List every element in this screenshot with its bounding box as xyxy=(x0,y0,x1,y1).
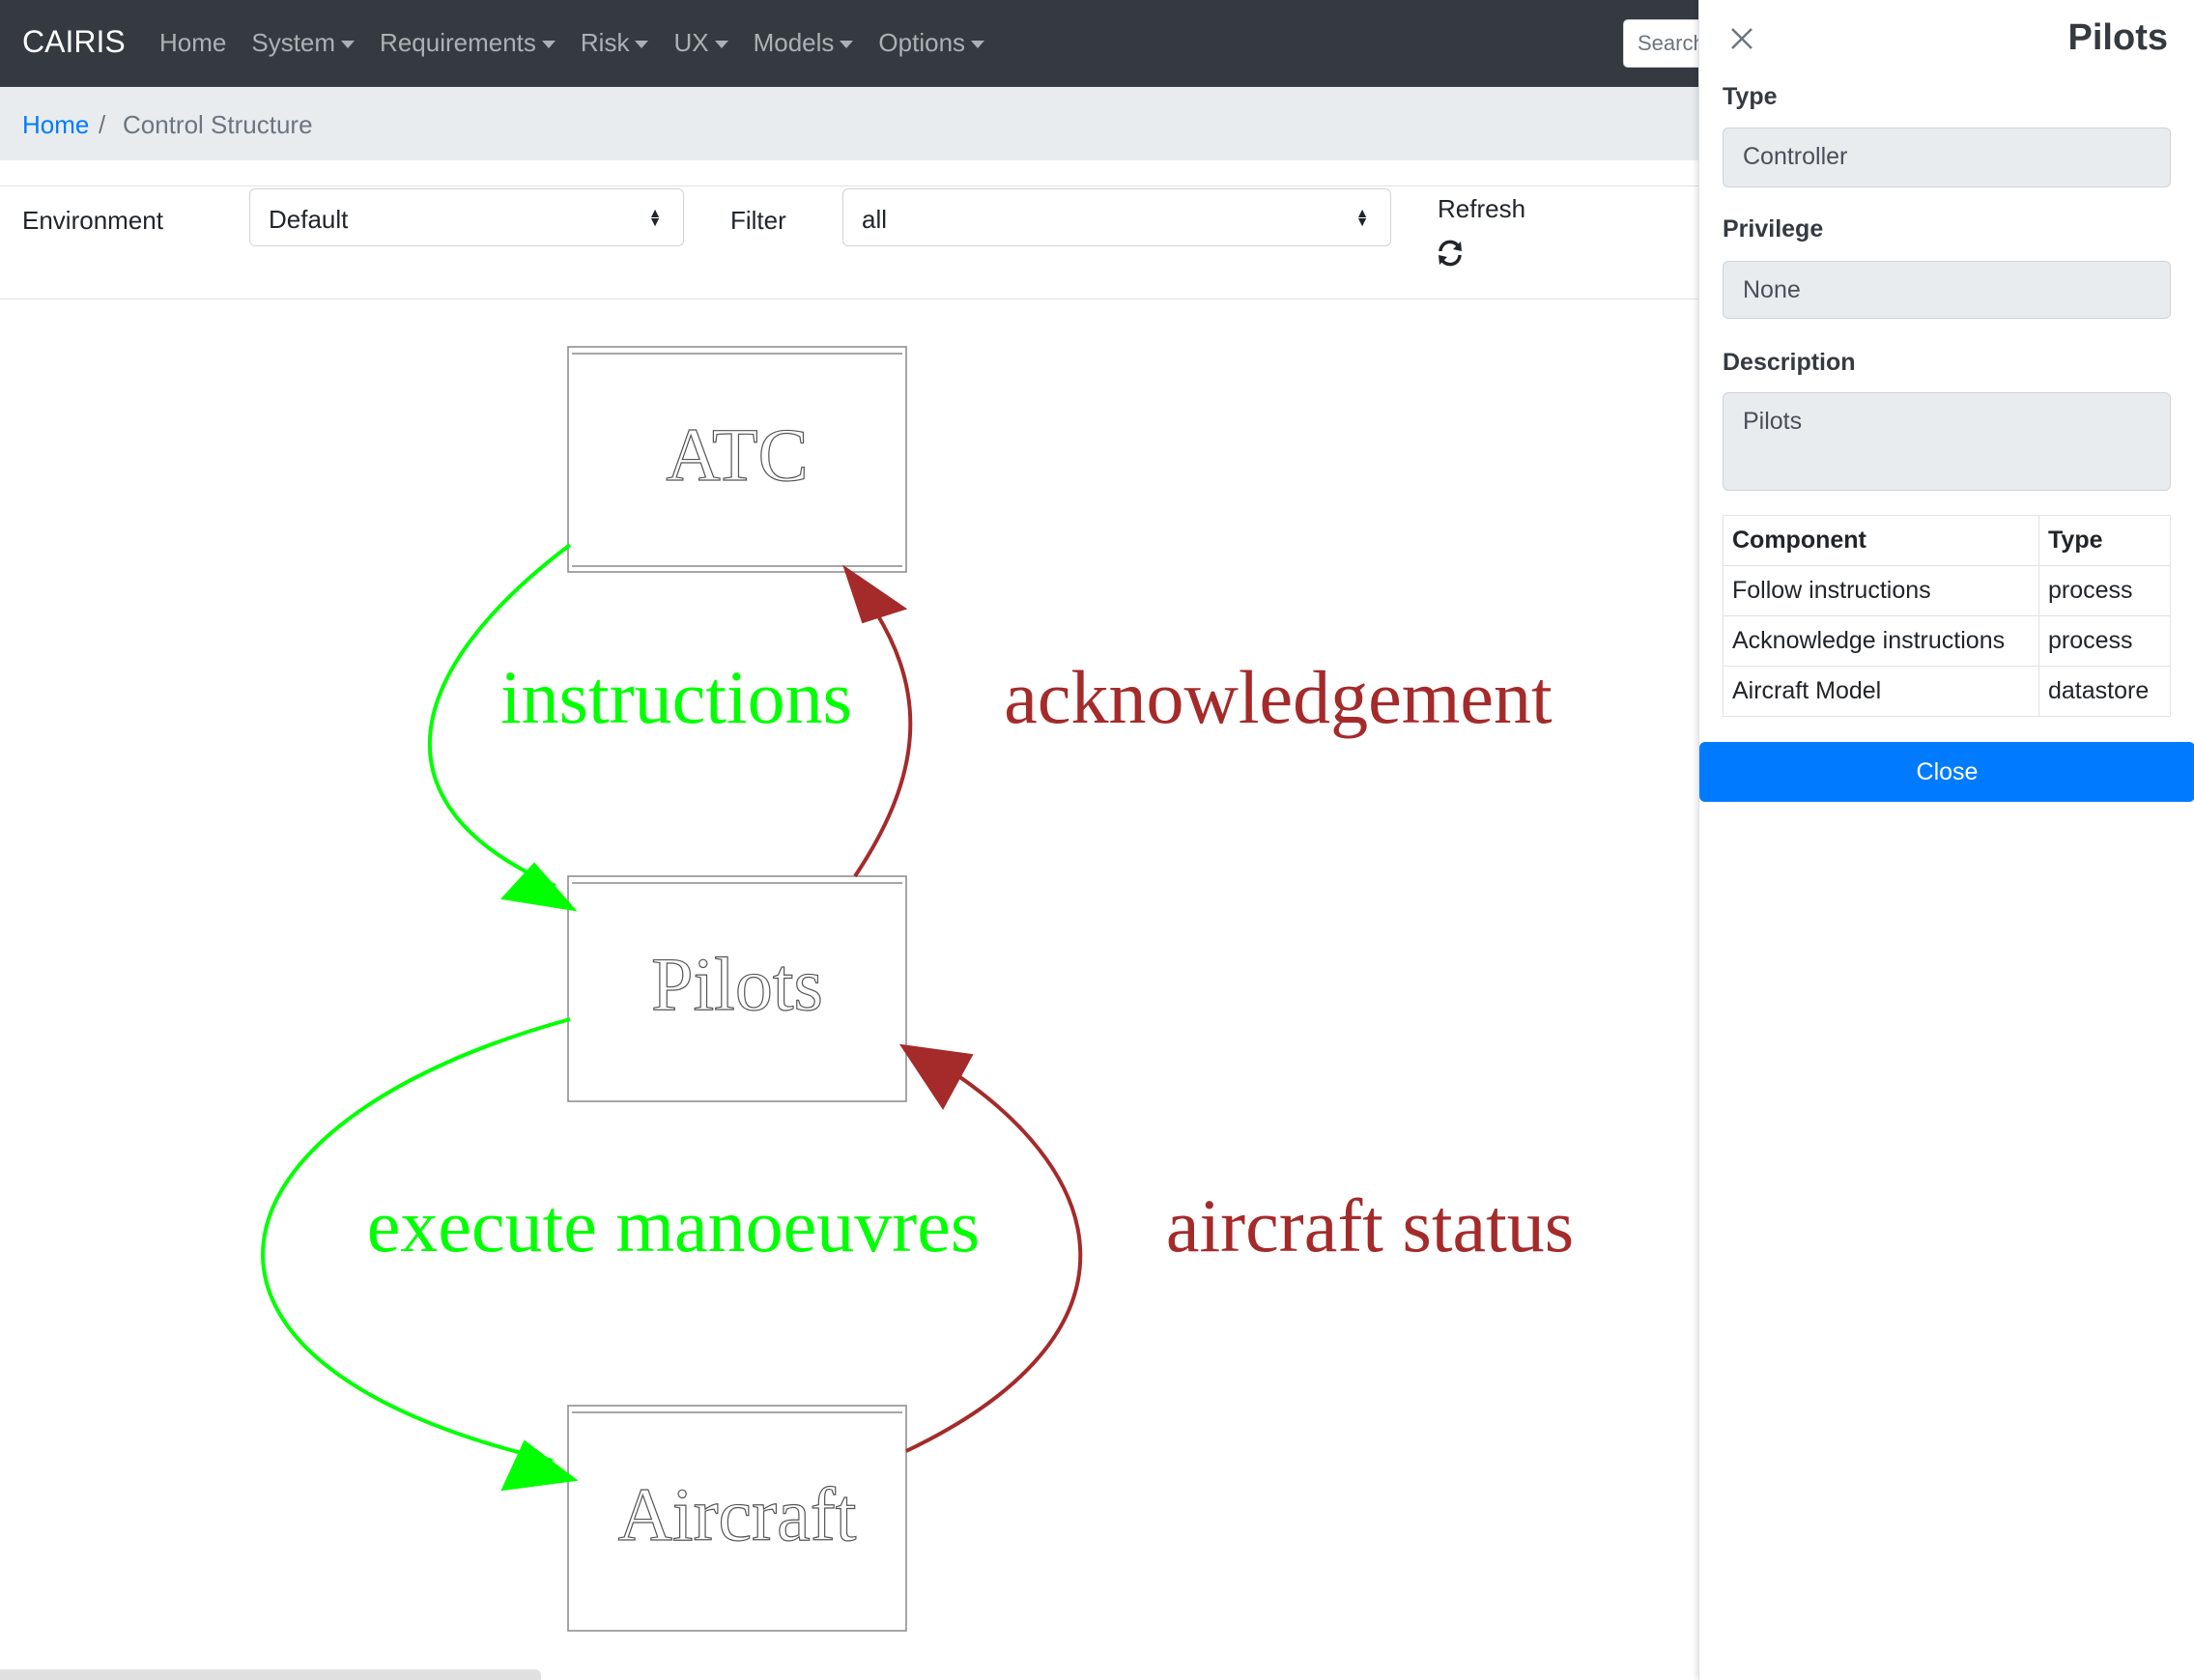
node-aircraft[interactable]: Aircraft xyxy=(567,1405,907,1632)
node-atc-label: ATC xyxy=(666,413,808,497)
table-header-row: Component Type xyxy=(1723,515,2171,566)
horizontal-scrollbar[interactable] xyxy=(0,1669,541,1680)
table-row[interactable]: Follow instructions process xyxy=(1723,565,2171,616)
node-aircraft-label: Aircraft xyxy=(618,1472,857,1556)
filter-label: Filter xyxy=(730,206,786,235)
diagram-canvas: ATC Pilots Aircraft instructions acknowl… xyxy=(261,346,1574,1632)
node-pilots-label: Pilots xyxy=(651,942,823,1026)
brand-logo[interactable]: CAIRIS xyxy=(22,24,126,59)
refresh-icon[interactable] xyxy=(1436,239,1465,268)
component-type: process xyxy=(2038,565,2171,616)
chevron-down-icon xyxy=(635,40,649,48)
nav-models[interactable]: Models xyxy=(754,28,854,58)
edge-aircraft-status-label: aircraft status xyxy=(1166,1183,1574,1267)
chevron-down-icon xyxy=(714,40,728,48)
breadcrumb: Home / Control Structure xyxy=(0,87,1698,160)
component-name: Follow instructions xyxy=(1723,565,2039,616)
nav-risk-label: Risk xyxy=(580,28,630,57)
component-name: Aircraft Model xyxy=(1723,666,2039,717)
edge-execute-manoeuvres[interactable]: execute manoeuvres xyxy=(261,1017,981,1492)
column-header-component: Component xyxy=(1723,515,2039,566)
select-arrows-icon: ▲▼ xyxy=(648,205,662,229)
close-button[interactable]: Close xyxy=(1699,742,2194,802)
type-label: Type xyxy=(1723,83,1778,110)
nav-requirements[interactable]: Requirements xyxy=(380,28,556,58)
edge-instructions[interactable]: instructions xyxy=(427,543,852,912)
edge-acknowledgement[interactable]: acknowledgement xyxy=(842,564,1553,878)
nav-options[interactable]: Options xyxy=(878,28,985,58)
node-details-panel: Pilots Type Controller Privilege None De… xyxy=(1698,0,2194,1680)
privilege-field[interactable]: None xyxy=(1723,261,2171,319)
edge-instructions-label: instructions xyxy=(500,655,852,739)
component-type: datastore xyxy=(2038,666,2171,717)
nav-system[interactable]: System xyxy=(251,28,356,58)
type-field[interactable]: Controller xyxy=(1723,128,2171,187)
edge-execute-manoeuvres-label: execute manoeuvres xyxy=(367,1183,981,1267)
description-field[interactable]: Pilots xyxy=(1723,392,2171,491)
component-name: Acknowledge instructions xyxy=(1723,615,2039,667)
edge-acknowledgement-label: acknowledgement xyxy=(1004,655,1553,739)
close-icon[interactable] xyxy=(1728,25,1755,52)
privilege-label: Privilege xyxy=(1723,215,1824,242)
breadcrumb-home-link[interactable]: Home xyxy=(22,110,90,139)
chevron-down-icon xyxy=(541,40,556,48)
nav-options-label: Options xyxy=(878,28,966,57)
nav-models-label: Models xyxy=(753,28,835,57)
table-row[interactable]: Acknowledge instructions process xyxy=(1723,615,2171,667)
nav-home-label: Home xyxy=(159,28,227,57)
table-row[interactable]: Aircraft Model datastore xyxy=(1723,666,2171,717)
nav-requirements-label: Requirements xyxy=(380,28,536,57)
description-label: Description xyxy=(1723,349,1856,376)
component-type: process xyxy=(2038,615,2171,667)
control-structure-diagram: ATC Pilots Aircraft instructions acknowl… xyxy=(0,301,1698,1680)
nav-home[interactable]: Home xyxy=(159,28,226,58)
select-arrows-icon: ▲▼ xyxy=(1355,205,1369,229)
nav-menu: Home System Requirements Risk UX Models … xyxy=(159,28,1010,58)
environment-select[interactable]: Default ▲▼ xyxy=(249,188,684,246)
filter-select-value: all xyxy=(862,205,888,234)
nav-ux-label: UX xyxy=(673,28,709,57)
chevron-down-icon xyxy=(840,40,854,48)
edge-aircraft-status[interactable]: aircraft status xyxy=(898,1043,1574,1453)
nav-system-label: System xyxy=(251,28,336,57)
filter-select[interactable]: all ▲▼ xyxy=(842,188,1391,246)
node-atc[interactable]: ATC xyxy=(567,346,907,573)
environment-label: Environment xyxy=(22,206,163,235)
breadcrumb-separator: / xyxy=(99,110,106,139)
refresh-label: Refresh xyxy=(1438,194,1526,223)
column-header-type: Type xyxy=(2038,515,2171,566)
diagram-toolbar: Environment Default ▲▼ Filter all ▲▼ Ref… xyxy=(0,185,1698,299)
panel-title: Pilots xyxy=(2067,17,2168,58)
breadcrumb-current: Control Structure xyxy=(123,110,313,139)
components-table: Component Type Follow instructions proce… xyxy=(1723,515,2171,717)
chevron-down-icon xyxy=(341,40,356,48)
nav-risk[interactable]: Risk xyxy=(581,28,649,58)
node-pilots[interactable]: Pilots xyxy=(567,875,907,1102)
nav-ux[interactable]: UX xyxy=(673,28,728,58)
chevron-down-icon xyxy=(971,40,985,48)
environment-select-value: Default xyxy=(269,205,349,234)
